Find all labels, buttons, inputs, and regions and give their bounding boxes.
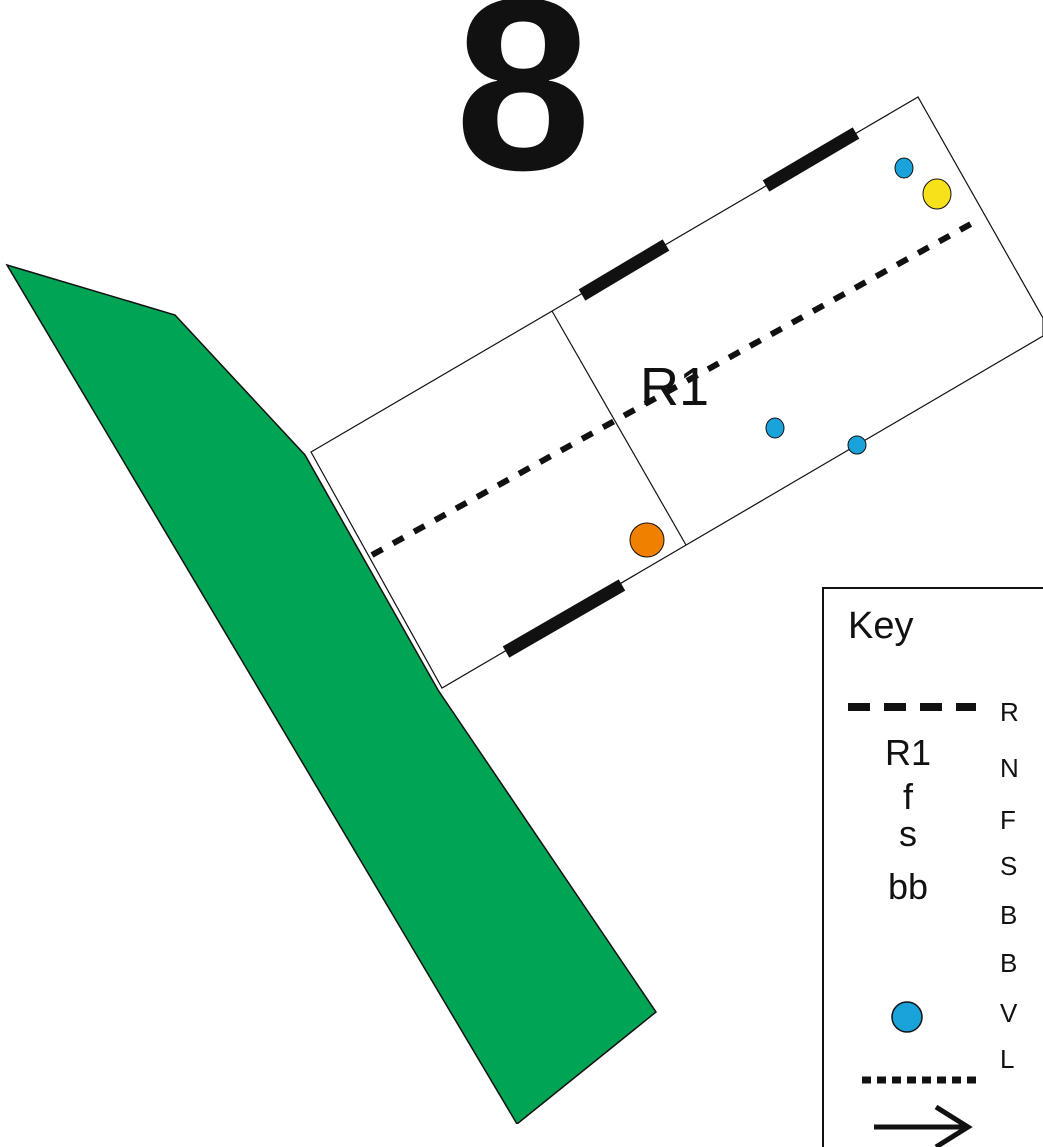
key-row-desc: V <box>1000 998 1018 1028</box>
floor-number: 8 <box>455 0 592 221</box>
key-row-symbol: bb <box>887 866 929 907</box>
key-row-symbol: f <box>902 776 913 817</box>
key-row-desc: F <box>1000 805 1016 835</box>
key-row-desc: L <box>1000 1044 1015 1074</box>
yellow-marker <box>922 178 952 210</box>
key-row-desc: R <box>1000 697 1019 727</box>
window-3 <box>502 579 626 658</box>
window-1 <box>762 127 860 192</box>
key-panel: Key R R1 N f F s S bb B B V L <box>822 587 1043 1147</box>
key-title: Key <box>848 605 914 647</box>
key-row-desc: B <box>1000 900 1018 930</box>
orange-marker <box>629 522 665 558</box>
key-row-desc: B <box>1000 948 1018 978</box>
vegetation-area <box>5 263 658 1124</box>
blue-marker <box>765 417 785 439</box>
route-dotted-line <box>370 217 980 558</box>
key-row-desc: S <box>1000 851 1018 881</box>
blue-marker <box>847 435 867 455</box>
arrow-icon <box>874 1104 973 1147</box>
blue-marker <box>894 157 914 179</box>
room-label: R1 <box>640 357 710 417</box>
window-2 <box>578 239 670 301</box>
interior-wall <box>551 310 687 546</box>
floor-plan <box>5 96 1043 1124</box>
key-row-desc: N <box>1000 753 1019 783</box>
key-row-symbol: R1 <box>884 732 932 773</box>
key-blue-circle-symbol <box>891 1001 923 1033</box>
key-row-symbol: s <box>899 813 917 854</box>
